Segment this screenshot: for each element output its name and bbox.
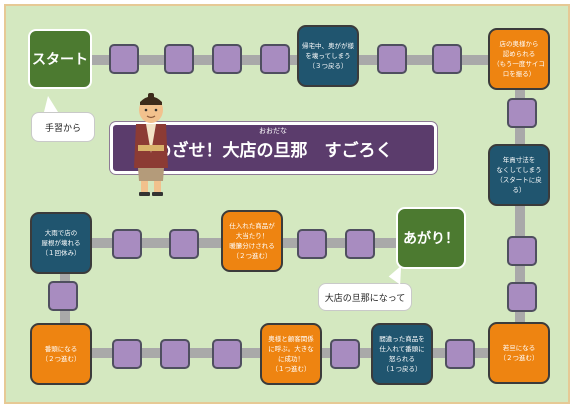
path-top <box>60 55 520 65</box>
board-square <box>169 229 199 259</box>
goal-speech-bubble: 大店の旦那になって <box>318 283 412 311</box>
title-ruby: おおだな <box>259 127 287 135</box>
board-square <box>112 339 142 369</box>
board-square <box>507 282 537 312</box>
board-square <box>507 98 537 128</box>
board-square <box>432 44 462 74</box>
event-cell-2: 店の奥様から 認められる （もう一度サイコ ロを振る） <box>488 28 550 90</box>
board-square <box>48 281 78 311</box>
event-cell-7: 奥様と顧客関係 に呼ぶ。大きな に成功！ （１つ進む） <box>260 323 322 385</box>
board-square <box>164 44 194 74</box>
board-square <box>345 229 375 259</box>
game-title: めざせ！大店の旦那 すごろく <box>154 140 393 161</box>
board-square <box>377 44 407 74</box>
event-cell-9: 若旦になる （２つ進む） <box>488 322 550 384</box>
board-square <box>445 339 475 369</box>
start-square: スタート <box>28 29 92 89</box>
goal-bubble-text: 大店の旦那になって <box>324 293 406 304</box>
board-square <box>330 339 360 369</box>
event-cell-3: 年貢寸法を なくしてしまう （スタートに戻る） <box>488 144 550 206</box>
path-right-lower <box>515 200 525 350</box>
board-square <box>160 339 190 369</box>
board-square <box>112 229 142 259</box>
board-square <box>507 236 537 266</box>
start-bubble-text: 手習から <box>44 123 81 134</box>
event-cell-4: 仕入れた商品が 大当たり！ 暖簾分けされる （２つ進む） <box>221 210 283 272</box>
goal-square: あがり！ <box>396 207 466 269</box>
board-square <box>297 229 327 259</box>
board-square <box>260 44 290 74</box>
board-square <box>212 44 242 74</box>
start-speech-bubble: 手習から <box>31 112 95 142</box>
bubble-tail <box>44 96 58 112</box>
board-square <box>109 44 139 74</box>
board-square <box>212 339 242 369</box>
event-cell-6: 番頭になる （２つ進む） <box>30 323 92 385</box>
event-cell-5: 大雨で店の 屋根が壊れる （１回休み） <box>30 212 92 274</box>
event-cell-8: 間違った商品を 仕入れて番頭に 怒られる （１つ戻る） <box>371 323 433 385</box>
event-cell-1: 帰宅中、奥がが様 を壊ってしまう （３つ戻る） <box>297 25 359 87</box>
merchant-character-icon <box>134 93 168 196</box>
